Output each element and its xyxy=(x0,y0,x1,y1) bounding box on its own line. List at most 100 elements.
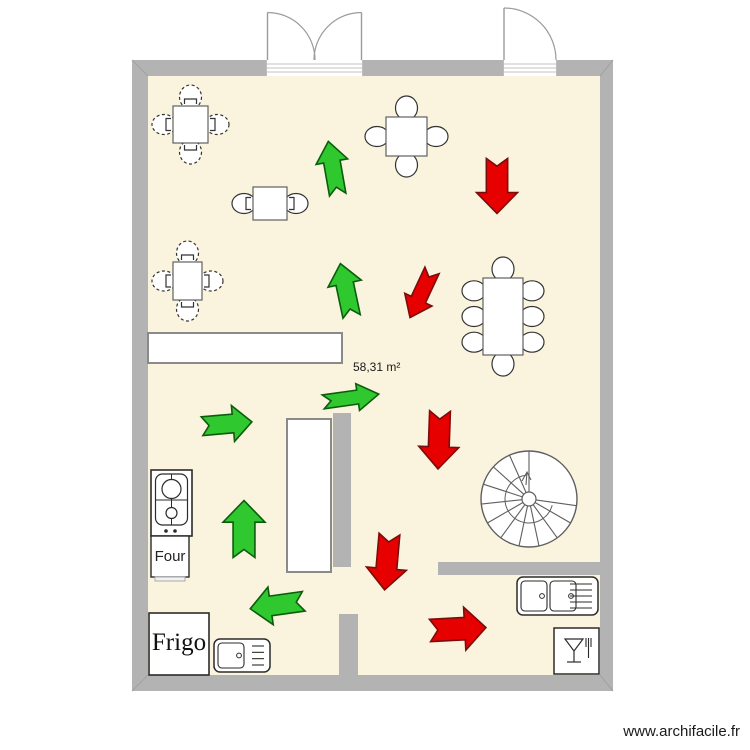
dining-table[interactable] xyxy=(364,95,449,178)
wall-miter-line xyxy=(599,674,614,692)
faucet-dot xyxy=(236,652,242,659)
stair-step-line xyxy=(508,454,527,493)
spiral-staircase[interactable] xyxy=(480,450,578,548)
stair-step-line xyxy=(529,505,540,547)
counter[interactable] xyxy=(286,418,332,573)
chair-bracket xyxy=(180,302,195,308)
interior-wall[interactable] xyxy=(438,562,600,575)
dining-table[interactable] xyxy=(461,256,545,377)
chair[interactable] xyxy=(461,280,487,302)
chair-bracket xyxy=(289,196,295,211)
stair-step-line xyxy=(535,499,577,507)
wall-miter-line xyxy=(131,674,149,692)
flow-arrow-green[interactable] xyxy=(199,403,254,444)
chair[interactable] xyxy=(231,192,257,215)
wall-miter-line xyxy=(599,59,614,77)
flow-arrow-green[interactable] xyxy=(248,582,307,627)
door-swing-arc xyxy=(313,11,362,61)
sink-basin xyxy=(217,642,245,669)
double-sink[interactable] xyxy=(516,576,599,616)
flow-arrow-red[interactable] xyxy=(396,264,445,324)
stair-step-line xyxy=(518,505,529,547)
chair[interactable] xyxy=(175,296,200,322)
chair[interactable] xyxy=(364,125,390,148)
knob xyxy=(173,529,177,533)
flow-arrow-green[interactable] xyxy=(320,381,381,416)
stair-step-line xyxy=(492,466,525,495)
door-single[interactable] xyxy=(503,7,557,76)
table-top[interactable] xyxy=(385,116,428,157)
chair-bracket xyxy=(180,254,195,260)
chair-bracket xyxy=(165,117,171,132)
table-top[interactable] xyxy=(172,105,209,144)
door-swing-arc xyxy=(267,11,316,61)
stair-step-line xyxy=(532,504,558,539)
chair[interactable] xyxy=(204,113,230,136)
stair-step-line xyxy=(534,502,571,524)
burner-small xyxy=(165,506,178,520)
cooktop[interactable] xyxy=(150,469,193,537)
flow-arrow-green[interactable] xyxy=(221,499,267,560)
chair[interactable] xyxy=(461,331,487,353)
chair-bracket xyxy=(165,274,171,288)
faucet-dot xyxy=(539,593,545,599)
dining-table[interactable] xyxy=(151,84,230,165)
chair[interactable] xyxy=(175,240,200,266)
flow-arrow-red[interactable] xyxy=(416,408,461,471)
table-top[interactable] xyxy=(172,261,203,301)
chair[interactable] xyxy=(178,139,203,165)
stair-step-line xyxy=(483,483,523,498)
sink[interactable] xyxy=(213,638,271,673)
burner-large xyxy=(161,478,182,500)
flow-arrow-red[interactable] xyxy=(474,156,520,215)
table-top[interactable] xyxy=(482,277,524,356)
stair-step-line xyxy=(487,502,524,524)
chair[interactable] xyxy=(394,152,419,178)
chair-bracket xyxy=(210,117,216,132)
knob xyxy=(164,529,168,533)
chair[interactable] xyxy=(423,125,449,148)
chair[interactable] xyxy=(151,270,177,292)
interior-wall[interactable] xyxy=(339,614,358,675)
stair-step-line xyxy=(500,504,526,539)
chair-bracket xyxy=(183,145,198,151)
flow-arrow-green[interactable] xyxy=(324,260,368,321)
fridge-label: Frigo xyxy=(151,629,207,656)
chair-bracket xyxy=(183,98,198,104)
door-swing-arc xyxy=(503,7,557,61)
oven-base xyxy=(154,576,186,582)
stair-direction-arrow xyxy=(521,470,532,486)
dining-table[interactable] xyxy=(151,240,224,322)
flow-arrow-red[interactable] xyxy=(364,531,410,592)
chair[interactable] xyxy=(198,270,224,292)
chair[interactable] xyxy=(461,305,487,328)
chair[interactable] xyxy=(491,256,515,282)
watermark: www.archifacile.fr xyxy=(623,723,740,740)
stair-step-line xyxy=(481,499,523,505)
sink-basin xyxy=(520,580,548,612)
wall-miter-line xyxy=(131,59,149,77)
stair-hub xyxy=(521,491,537,507)
stair-walkline xyxy=(504,474,553,524)
chair[interactable] xyxy=(283,192,309,215)
oven[interactable] xyxy=(150,535,190,582)
chair-bracket xyxy=(204,274,210,288)
oven-body xyxy=(150,535,190,578)
chair[interactable] xyxy=(491,351,515,377)
flow-arrow-red[interactable] xyxy=(427,605,488,653)
oven-label: Four xyxy=(154,547,186,565)
chair-bracket xyxy=(245,196,251,211)
fridge[interactable] xyxy=(148,612,210,676)
interior-wall[interactable] xyxy=(333,413,351,567)
dishwasher-body xyxy=(553,627,600,675)
door-double[interactable] xyxy=(266,11,363,77)
flow-arrow-green[interactable] xyxy=(313,139,354,198)
table-top[interactable] xyxy=(252,186,288,221)
dishwasher[interactable] xyxy=(553,627,600,675)
chair[interactable] xyxy=(151,113,177,136)
wine-glass-icon xyxy=(563,638,585,652)
dining-table[interactable] xyxy=(231,186,309,221)
counter[interactable] xyxy=(147,332,343,364)
